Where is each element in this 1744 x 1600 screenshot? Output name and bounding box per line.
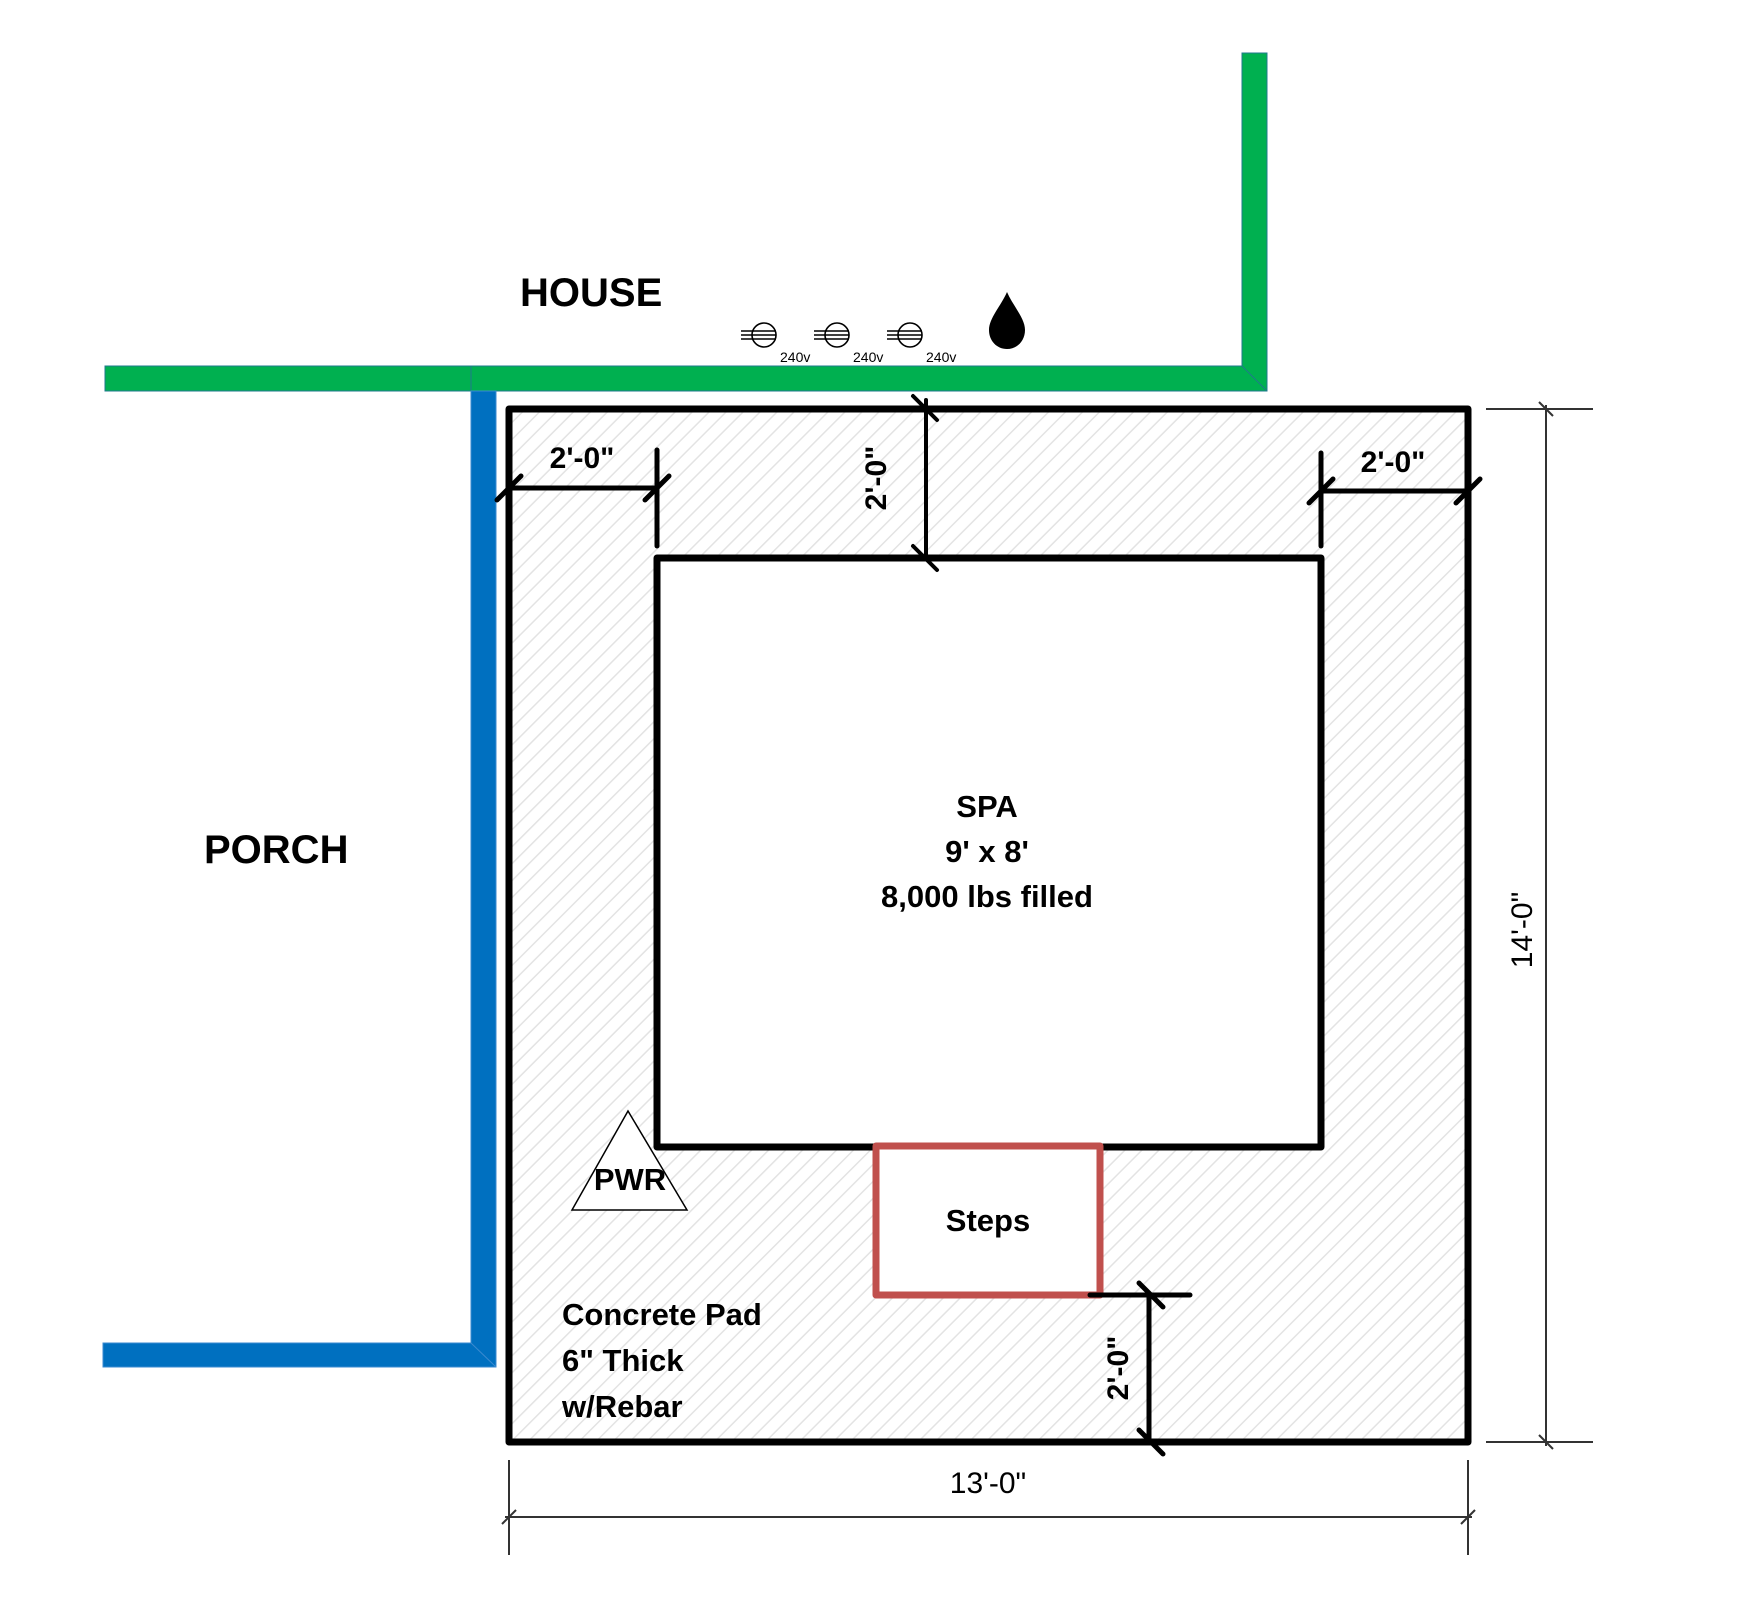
dimension-overall-width [501, 1460, 1476, 1555]
dimension-label-top: 2'-0" [860, 446, 893, 511]
outlet-label: 240v [780, 349, 810, 365]
outlet-label: 240v [926, 349, 956, 365]
outlet-240v-icon [814, 322, 850, 348]
dimension-top [911, 394, 939, 572]
outlet-240v-icon [741, 322, 777, 348]
house-label: HOUSE [520, 271, 662, 315]
dimension-overall-depth [1486, 401, 1593, 1450]
dimension-label-bottom: 2'-0" [1102, 1336, 1135, 1401]
spa-size: 9' x 8' [945, 834, 1029, 869]
spa-outline [653, 554, 1325, 1151]
dimension-label-width: 13'-0" [950, 1467, 1026, 1500]
dimension-bottom [1087, 1280, 1193, 1457]
outlet-240v-icon [887, 322, 923, 348]
steps-label: Steps [946, 1203, 1030, 1238]
pad-label-line1: Concrete Pad [562, 1297, 762, 1332]
water-drop-icon [989, 292, 1025, 349]
pad-label-line2: 6" Thick [562, 1343, 684, 1378]
dimension-label-top-left: 2'-0" [550, 442, 615, 475]
power-label: PWR [594, 1162, 666, 1197]
porch-wall [102, 390, 497, 1368]
dimension-label-depth: 14'-0" [1506, 892, 1539, 968]
steps-outline [872, 1142, 1104, 1299]
pad-label-line3: w/Rebar [561, 1389, 683, 1424]
house-wall [104, 52, 1268, 392]
spa-weight: 8,000 lbs filled [881, 879, 1093, 914]
dimension-top-left [494, 447, 672, 549]
power-triangle-icon [570, 1109, 689, 1211]
outlet-label: 240v [853, 349, 883, 365]
porch-label: PORCH [204, 828, 348, 872]
dimension-label-top-right: 2'-0" [1361, 446, 1426, 479]
dimension-top-right [1306, 450, 1483, 549]
spa-title: SPA [956, 789, 1017, 824]
